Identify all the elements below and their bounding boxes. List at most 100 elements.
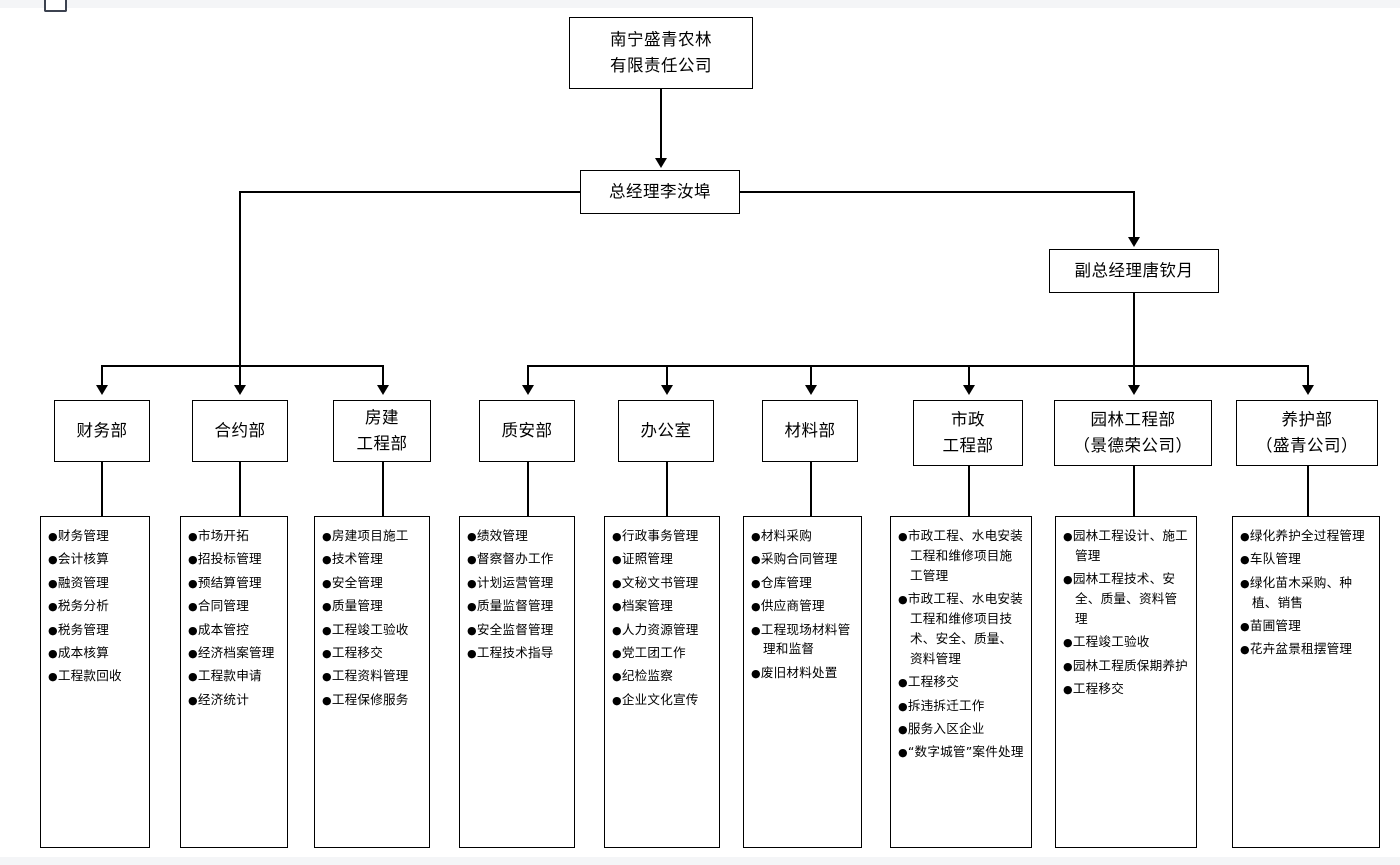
company-name-line1: 南宁盛青农林 [610,30,712,50]
bullet-icon: ● [188,576,198,590]
department-8-name-line2: （盛青公司） [1256,436,1358,455]
bullet-icon: ● [751,530,761,543]
duty-label: 成本核算 [57,644,109,660]
bullet-icon: ● [898,593,908,607]
duty-label: 融资管理 [57,574,109,590]
bullet-icon: ● [1063,573,1073,587]
duty-list-0: ●财务管理●会计核算●融资管理●税务分析●税务管理●成本核算●工程款回收 [48,526,143,686]
stub-dept-3 [527,365,529,390]
bullet-icon: ● [612,530,622,543]
duty-label: 拆违拆迁工作 [907,697,985,713]
arrow-dept-4 [661,385,673,395]
department-7-name-line2: （景德荣公司） [1073,436,1193,455]
bullet-icon: ● [322,693,332,707]
arrow-gm-to-deputy [1128,237,1140,247]
duty-label: 供应商管理 [760,598,825,614]
bus-right-group [527,365,1307,367]
connector-deputy-drop [1133,293,1135,366]
duty-label: 采购合同管理 [760,551,838,567]
bullet-icon: ● [898,676,908,690]
bullet-icon: ● [612,670,622,684]
duties-department-8: ●绿化养护全过程管理●车队管理●绿化苗木采购、种植、销售●苗圃管理●花卉盆景租摆… [1232,516,1380,848]
bullet-icon: ● [612,646,622,660]
arrow-dept-1 [234,385,246,395]
duty-item: ●税务分析 [48,596,143,616]
duty-label: 工程款回收 [57,668,122,684]
window-chrome-top [0,0,1400,8]
duty-item: ●工程移交 [1063,679,1190,699]
node-department-7: 园林工程部 （景德荣公司） [1054,400,1212,466]
duty-item: ●“数字城管”案件处理 [898,742,1025,762]
duty-item: ●工程技术指导 [467,643,568,663]
duty-label: 文秘文书管理 [621,574,699,590]
duty-label: 工程资料管理 [331,668,409,684]
duty-item: ●仓库管理 [751,573,855,593]
duty-label: 工程移交 [331,644,383,660]
duty-item: ●绩效管理 [467,526,568,546]
arrow-dept-8 [1302,385,1314,395]
connector-dept-4-duties [666,462,668,516]
duty-item: ●纪检监察 [612,666,713,686]
duty-label: 市政工程、水电安装工程和维修项目技术、安全、质量、资料管理 [907,591,1023,666]
duty-item: ●服务入区企业 [898,719,1025,739]
node-department-5: 材料部 [762,400,858,462]
bullet-icon: ● [322,600,332,614]
duty-label: 绩效管理 [476,528,528,543]
duty-list-1: ●市场开拓●招投标管理●预结算管理●合同管理●成本管控●经济档案管理●工程款申请… [188,526,281,710]
duty-item: ●市场开拓 [188,526,281,546]
bullet-icon: ● [751,623,761,637]
bullet-icon: ● [322,646,332,660]
duty-item: ●园林工程技术、安全、质量、资料管理 [1063,569,1190,629]
node-department-8: 养护部 （盛青公司） [1236,400,1378,466]
duty-label: 服务入区企业 [907,721,985,737]
stub-dept-4 [666,365,668,390]
duty-label: 企业文化宣传 [621,691,699,707]
duty-item: ●废旧材料处置 [751,663,855,683]
connector-gm-right-out [739,191,1135,193]
window-chrome-bottom [0,857,1400,865]
duty-label: 党工团工作 [621,644,686,660]
arrow-dept-6 [963,385,975,395]
connector-dept-6-duties [968,466,970,516]
bullet-icon: ● [48,530,58,543]
duty-list-5: ●材料采购●采购合同管理●仓库管理●供应商管理●工程现场材料管理和监督●废旧材料… [751,526,855,683]
department-5-name-line1: 材料部 [784,421,836,441]
duty-label: 招投标管理 [197,551,262,567]
duty-item: ●成本管控 [188,620,281,640]
duty-label: 材料采购 [760,528,812,543]
node-department-4: 办公室 [618,400,714,462]
duty-item: ●市政工程、水电安装工程和维修项目技术、安全、质量、资料管理 [898,589,1025,669]
browser-tab-stub[interactable] [44,0,67,12]
department-4-name-line1: 办公室 [640,421,692,441]
duty-label: 财务管理 [57,528,109,543]
bullet-icon: ● [188,553,198,567]
duty-label: 经济统计 [197,691,249,707]
arrow-dept-2 [377,385,389,395]
bullet-icon: ● [467,600,477,614]
bullet-icon: ● [467,623,477,637]
duty-label: 工程移交 [1072,681,1124,697]
duty-item: ●安全监督管理 [467,620,568,640]
duty-label: 车队管理 [1249,551,1301,567]
duty-label: 行政事务管理 [621,528,699,543]
bullet-icon: ● [48,600,58,614]
duty-item: ●采购合同管理 [751,549,855,569]
stub-dept-0 [101,365,103,390]
department-3-name-line1: 质安部 [501,421,553,441]
duty-label: 苗圃管理 [1249,618,1301,634]
duty-item: ●成本核算 [48,643,143,663]
department-2-name-line2: 工程部 [356,434,408,453]
duty-item: ●税务管理 [48,620,143,640]
duty-label: 税务分析 [57,598,109,614]
company-name-line2: 有限责任公司 [610,56,712,75]
bullet-icon: ● [322,530,332,543]
duty-item: ●材料采购 [751,526,855,546]
department-8-name-line1: 养护部 [1281,410,1333,430]
duty-list-6: ●市政工程、水电安装工程和维修项目施工管理●市政工程、水电安装工程和维修项目技术… [898,526,1025,762]
connector-dept-5-duties [810,462,812,516]
duty-label: 质量监督管理 [476,598,554,614]
duty-label: 技术管理 [331,551,383,567]
duty-item: ●市政工程、水电安装工程和维修项目施工管理 [898,526,1025,586]
duty-label: 计划运营管理 [476,574,554,590]
stub-dept-7 [1133,365,1135,390]
